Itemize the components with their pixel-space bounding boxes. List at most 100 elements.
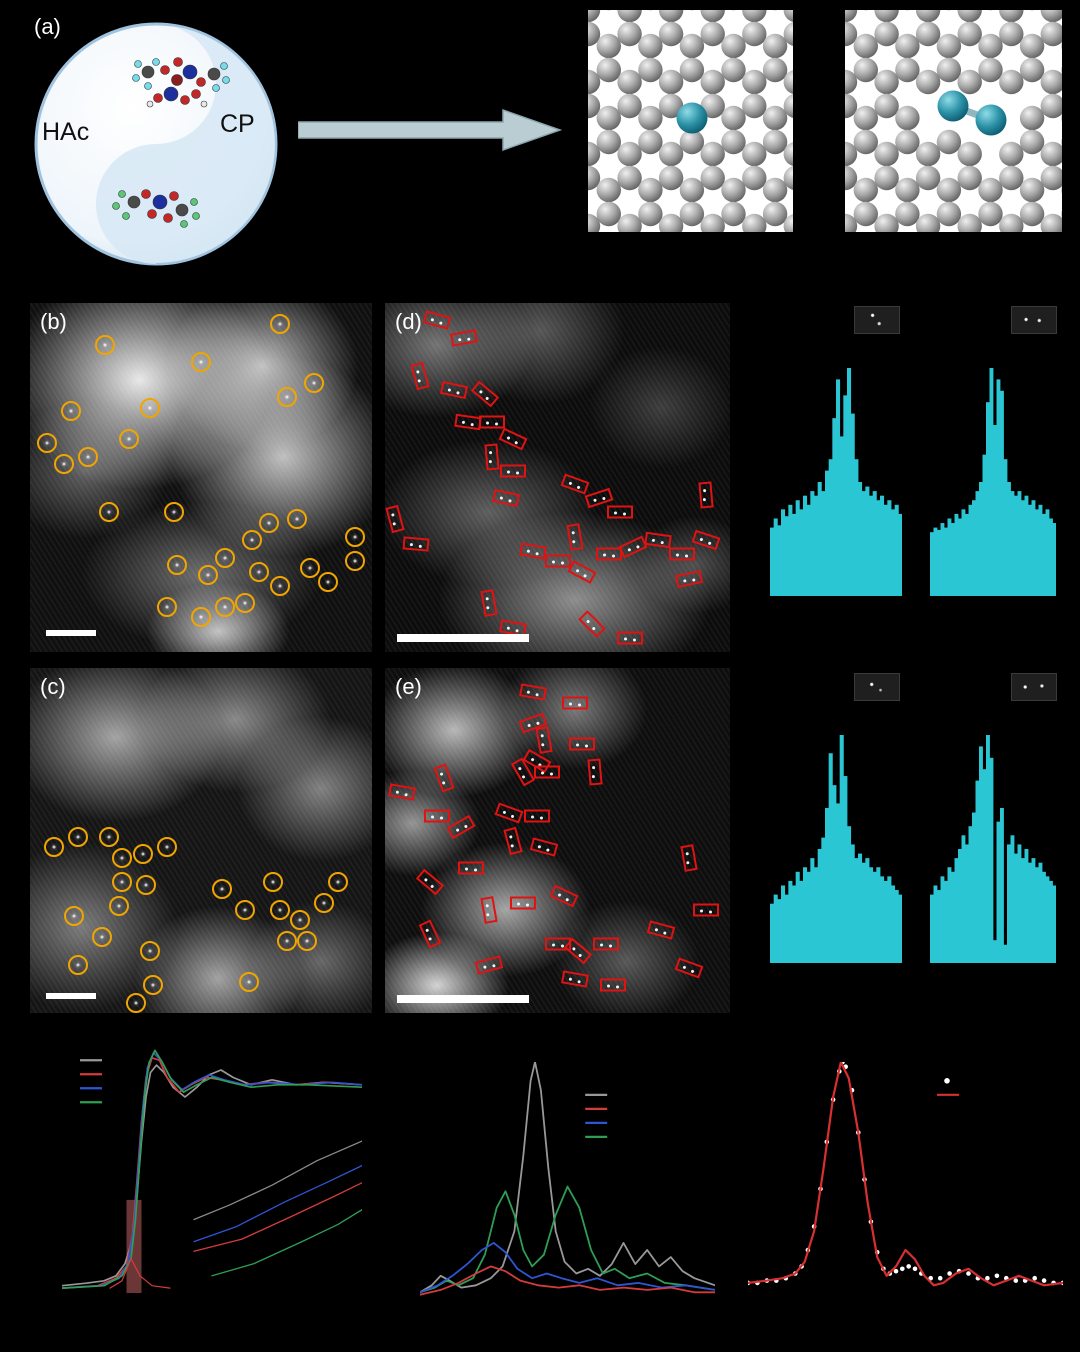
metal-atom [676, 102, 708, 134]
profile-bar [770, 527, 775, 596]
series-line-series-4 [62, 1049, 362, 1289]
profile-bar [891, 885, 896, 963]
single-atom-marker [317, 572, 338, 593]
carbon-atom [999, 10, 1024, 23]
carbon-atom [895, 201, 920, 227]
profile-bar [958, 849, 962, 963]
profile-bar [876, 500, 881, 596]
series-line-fit [748, 1062, 1063, 1287]
intensity-profile-chart-1 [770, 368, 902, 596]
stem-image-e: (e) [385, 668, 730, 1013]
atom-pair-marker [674, 569, 703, 588]
atom-pair-marker [592, 937, 619, 951]
atom-pair-marker [422, 310, 451, 331]
profile-bar [825, 807, 830, 963]
molecule-atom [146, 100, 154, 108]
atom-inset-image-2 [1011, 306, 1057, 334]
carbon-atom [721, 33, 746, 59]
profile-bar [887, 876, 892, 963]
scatter-point [912, 1266, 918, 1272]
carbon-atom [617, 141, 642, 167]
stem-image-b: (b) [30, 303, 372, 652]
atom-pair-marker [587, 757, 604, 786]
carbon-atom [596, 33, 621, 59]
single-atom-marker [64, 906, 85, 927]
single-atom-marker [242, 530, 263, 551]
atom-pair-marker [561, 696, 588, 709]
carbon-atom [978, 33, 1003, 59]
scatter-point [928, 1275, 933, 1281]
profile-bar [1000, 807, 1004, 963]
single-atom-marker [54, 453, 75, 474]
carbon-atom [915, 141, 941, 167]
profile-bar [1038, 504, 1043, 596]
stem-image-c: (c) [30, 668, 372, 1013]
carbon-atom [957, 213, 982, 232]
molecule-atom [153, 93, 163, 103]
atom-pair-marker [519, 683, 548, 701]
carbon-atom [588, 21, 601, 47]
single-atom-marker [290, 909, 311, 930]
single-atom-marker [303, 373, 324, 394]
profile-bar [854, 858, 859, 963]
atom-pair-marker [479, 589, 498, 618]
carbon-atom [742, 69, 767, 95]
carbon-atom [1061, 114, 1062, 122]
single-atom-marker [91, 927, 112, 948]
profile-bar [810, 491, 815, 596]
single-atom-model [588, 10, 793, 232]
single-atom-marker [37, 432, 58, 453]
carbon-atom [1040, 165, 1062, 191]
carbon-atom [874, 93, 899, 119]
intensity-profile-3 [770, 673, 902, 965]
carbon-atom [596, 129, 621, 155]
carbon-atom [874, 10, 899, 23]
carbon-atom [999, 213, 1024, 232]
profile-bar [777, 899, 782, 963]
single-atom-marker [43, 837, 64, 858]
profile-bar [861, 491, 866, 596]
carbon-atom [617, 213, 642, 232]
atom-pair-marker [529, 837, 558, 858]
profile-bar [944, 527, 948, 596]
panel-e-label: (e) [395, 674, 422, 699]
carbon-atom [596, 177, 621, 203]
stem-image-d: (d) [385, 303, 730, 652]
single-atom-marker [167, 554, 188, 575]
profile-bar [876, 867, 881, 963]
carbon-atom [679, 201, 705, 227]
single-atom-marker [214, 596, 235, 617]
carbon-atom [638, 105, 663, 131]
atom-pair-marker [674, 957, 704, 979]
profile-bar [1014, 495, 1018, 596]
profile-bar [989, 368, 994, 596]
scatter-point [1013, 1278, 1019, 1283]
carbon-atom [915, 213, 941, 232]
carbon-atom [700, 69, 725, 95]
single-atom-marker [344, 526, 365, 547]
molecule-atom [212, 84, 220, 92]
carbon-atom [1019, 105, 1045, 131]
profile-bar [982, 454, 987, 596]
carbon-atom [721, 177, 746, 203]
profile-bar [865, 858, 870, 963]
profile-bar [784, 516, 789, 596]
hac-label: HAc [42, 118, 90, 146]
atom-pair-marker [549, 884, 579, 908]
carbon-atom [617, 10, 642, 23]
carbon-atom [588, 165, 601, 191]
profile-bar [836, 379, 841, 596]
atom-pair-marker [578, 610, 606, 638]
carbon-atom [762, 105, 788, 131]
profile-bar [1010, 491, 1015, 596]
scatter-point [900, 1266, 905, 1272]
intensity-profile-chart-4 [930, 735, 1056, 963]
single-atom-marker [139, 397, 160, 418]
atom-pair-marker [668, 547, 695, 561]
series-line-series-4 [420, 1265, 715, 1296]
profile-bar [1031, 500, 1036, 596]
atom-pair-marker [470, 380, 500, 408]
single-atom-marker [262, 871, 283, 892]
molecule-atom [196, 77, 206, 87]
carbon-atom [588, 10, 601, 23]
